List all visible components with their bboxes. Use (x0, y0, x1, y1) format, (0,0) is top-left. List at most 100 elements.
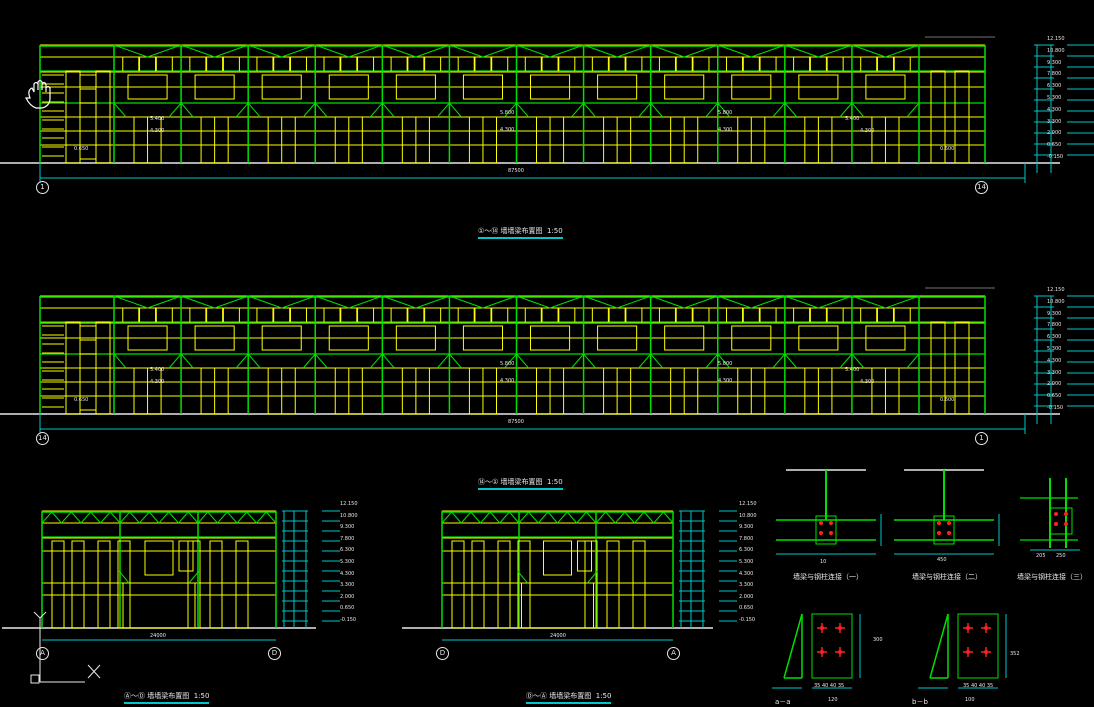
drawing-line (549, 44, 584, 58)
drawing-rect (127, 325, 168, 351)
drawing-rect (954, 321, 970, 415)
elevation-mark: 10.800 (340, 512, 358, 519)
detail-dimension: 205 (1036, 553, 1046, 559)
bolt-mark (1054, 522, 1058, 526)
drawing-line (451, 511, 462, 524)
drawing-line (818, 44, 853, 58)
drawing-line (119, 511, 131, 524)
drawing-line (247, 353, 261, 369)
level-label: 4.300 (150, 379, 165, 385)
drawing-rect (127, 74, 168, 100)
elevation-mark: 5.300 (340, 559, 355, 565)
drawing-line (516, 102, 529, 118)
drawing-line (415, 44, 450, 58)
drawing-line (583, 295, 618, 309)
drawing-line (256, 511, 267, 524)
drawing-rect (530, 74, 571, 100)
drawing-line (100, 511, 111, 524)
drawing-line (616, 295, 651, 309)
drawing-rect (51, 540, 65, 629)
elevation-mark: 5.300 (739, 559, 754, 565)
drawing-rect (865, 325, 906, 351)
elevation-1-to-14 (0, 36, 1094, 183)
drawing-line (482, 295, 517, 309)
grid-axis-bubble: 14 (975, 181, 988, 194)
level-label: 0.650 (74, 397, 89, 403)
drawing-line (214, 44, 249, 58)
drawing-line (717, 295, 752, 309)
drawing-line (236, 511, 248, 524)
drawing-rect (811, 613, 853, 679)
drawing-rect (1049, 507, 1073, 535)
detail-dimension: 450 (937, 557, 947, 563)
span-dimension: 24000 (550, 633, 566, 639)
grid-axis-bubble: 1 (975, 432, 988, 445)
drawing-line (113, 353, 127, 369)
drawing-line (314, 353, 328, 369)
level-label: 4.300 (860, 379, 875, 385)
drawing-line (382, 295, 417, 309)
level-label: 5.800 (718, 110, 733, 116)
drawing-line (650, 44, 685, 58)
drawing-line (460, 511, 472, 524)
connection-details (772, 469, 1080, 689)
level-label: 5.800 (500, 361, 515, 367)
grid-axis-bubble: 1 (36, 181, 49, 194)
bolt-mark (820, 626, 824, 630)
drawing-line (851, 295, 886, 309)
span-dimension: 87500 (508, 419, 524, 425)
level-label: 4.300 (860, 128, 875, 134)
drawing-line (281, 295, 316, 309)
drawing-line (449, 102, 462, 118)
drawing-line (638, 353, 652, 369)
drawing-rect (517, 540, 531, 629)
drawing-rect (261, 74, 302, 100)
elevation-d-to-a (402, 510, 737, 641)
span-dimension: 87500 (508, 168, 524, 174)
drawing-rect (471, 540, 485, 629)
drawing-line (566, 511, 578, 524)
drawing-line (516, 353, 529, 369)
bolt-mark (820, 650, 824, 654)
drawing-line (653, 511, 664, 524)
drawing-line (571, 353, 584, 369)
bolt-mark (937, 521, 941, 525)
drawing-line (180, 295, 215, 309)
drawing-line (851, 102, 865, 118)
drawing-line (906, 353, 920, 369)
level-label: 5.800 (718, 361, 733, 367)
bolt-mark (984, 650, 988, 654)
drawing-line (634, 511, 645, 524)
drawing-line (187, 511, 199, 524)
level-label: 5.400 (150, 116, 165, 122)
elevation-mark: 6.300 (340, 547, 355, 554)
drawing-rect (597, 325, 638, 351)
drawing-line (851, 353, 865, 369)
view-title: Ⓐ～Ⓓ 墙墙梁布置图 1:50 (124, 691, 210, 704)
elevation-mark: -0.150 (340, 617, 357, 623)
drawing-rect (930, 321, 946, 415)
elevation-mark: 3.300 (739, 582, 754, 589)
drawing-line (583, 44, 618, 58)
view-title: Ⓓ～Ⓐ 墙墙梁布置图 1:50 (526, 691, 612, 704)
elevation-mark: 4.300 (340, 570, 355, 577)
drawing-line (437, 353, 450, 369)
drawing-line (705, 102, 719, 118)
drawing-line (516, 44, 551, 58)
drawing-line (638, 102, 652, 118)
bolt-mark (838, 650, 842, 654)
drawing-rect (451, 540, 465, 629)
drawing-line (595, 511, 607, 524)
level-label: 4.300 (718, 378, 733, 384)
drawing-line (158, 511, 170, 524)
drawing-line (650, 295, 685, 309)
drawing-line (650, 102, 664, 118)
drawing-line (784, 44, 819, 58)
drawing-line (839, 353, 853, 369)
drawing-line (614, 511, 626, 524)
elevation-mark: 0.650 (739, 605, 754, 612)
bolt-mark (829, 531, 833, 535)
drawing-line (129, 511, 140, 524)
drawing-line (180, 102, 194, 118)
